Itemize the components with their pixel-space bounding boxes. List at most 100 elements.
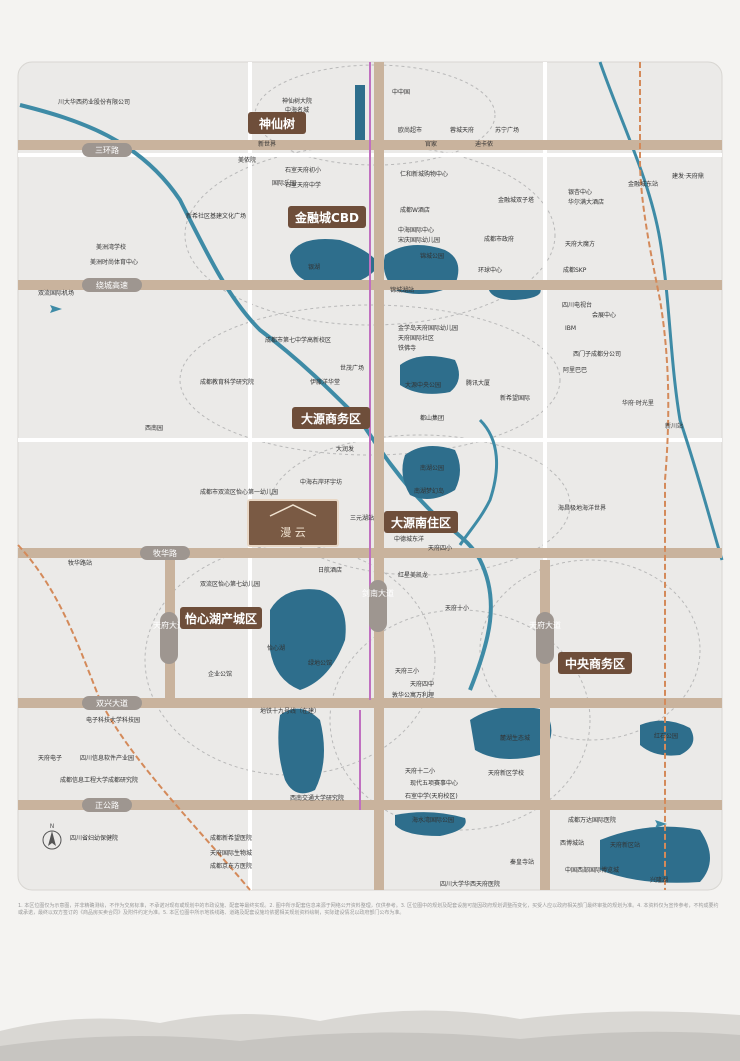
poi-guanjia: 官家 (425, 140, 437, 148)
poi-metro19: 地铁十九号线（在建） (260, 707, 320, 715)
road-label-raocheng: 绕城高速 (82, 278, 142, 292)
poi-xinyuan: 新希社区基建文化广场 (186, 212, 246, 220)
poi-tianfu-4: 天府四小 (428, 544, 452, 552)
poi-songhe: 宋庆国际幼儿园 (398, 236, 440, 244)
road-label-muhua: 牧华路 (140, 546, 190, 560)
svg-text:正公路: 正公路 (95, 800, 119, 810)
poi-dikan: 迪卡侬 (475, 140, 493, 148)
poi-guoshu: 国际乐园 (272, 179, 296, 187)
poi-huaifu: 蓉城天府 (450, 126, 474, 134)
poi-xindong: 新世界 (258, 140, 276, 148)
poi-tianfu-3: 天府三小 (395, 667, 419, 675)
svg-text:漫 云: 漫 云 (280, 525, 306, 539)
poi-chengdu-hosp: 成都万达国际医院 (568, 816, 616, 824)
poi-tianfu-int: 天府国际社区 (398, 334, 434, 342)
river-main (19, 103, 493, 691)
poi-qinghuan: 秦皇寺站 (510, 858, 534, 866)
poi-zhonghai: 中海名城 (285, 106, 309, 114)
poi-wsq: 成都W酒店 (400, 206, 430, 214)
poi-jiaoyu: 成都教育科学研究院 (200, 378, 254, 386)
poi-xiaoshui: 双流区怡心第七幼儿园 (200, 580, 260, 588)
poi-sanshui: 三元湖站 (350, 514, 374, 522)
poi-ripeng: 日航酒店 (318, 566, 342, 574)
poi-zhongxin: 中德城东洋 (394, 535, 424, 543)
poi-xinan: 西南交通大学研究院 (290, 794, 344, 802)
poi-haishui: 海水湾国际公园 (412, 816, 454, 824)
poi-jinrongdong: 金融城东站 (628, 180, 658, 188)
poi-nanhu-park: 南湖公园 (420, 464, 444, 472)
poi-zhonghai-park: 中海国际中心 (398, 226, 434, 234)
poi-jlpark: 锦城公园 (420, 252, 444, 260)
road-label-tianfu-west: 天府大道 (153, 612, 185, 664)
svg-text:神仙树: 神仙树 (259, 116, 295, 131)
poi-xinxiwang: 新希望国际 (500, 394, 530, 402)
poi-tianfu-10: 天府十小 (445, 604, 469, 612)
poi-tianfu-hosp: 天府国际生物城 (210, 849, 252, 857)
poi-ibm: IBM (565, 325, 576, 332)
poi-lvgu: 绿地公馆 (308, 659, 332, 667)
svg-text:剑南大道: 剑南大道 (362, 588, 394, 598)
poi-sichuan-uni: 四川大学华西天府医院 (440, 880, 500, 888)
poi-gov: 成都市政府 (484, 235, 514, 243)
svg-text:三环路: 三环路 (95, 145, 119, 155)
svg-text:大源南住区: 大源南住区 (391, 515, 451, 530)
project-marker[interactable]: 漫 云 (247, 499, 339, 547)
poi-zhengke: 成都新希望医院 (210, 834, 252, 842)
poi-xiannan: 西南园 (145, 424, 163, 432)
district-shenxianshu: 神仙树 (248, 112, 306, 134)
svg-text:N: N (50, 823, 55, 830)
poi-skp: 成都SKP (563, 266, 587, 274)
north-arrow-icon: N (42, 823, 62, 850)
poi-dianzi: 电子科技大学科技园 (86, 716, 140, 724)
svg-text:金融城CBD: 金融城CBD (294, 210, 359, 225)
poi-muhua-station: 牧华路站 (68, 559, 92, 567)
poi-yiteng: 伊藤洋华堂 (310, 378, 340, 386)
poi-nanhu-mall: 南湖梦幻岛 (414, 487, 444, 495)
poi-alibaba: 阿里巴巴 (563, 366, 587, 374)
poi-duyuan: 都山集团 (420, 414, 444, 422)
district-yixinhu: 怡心湖产城区 (180, 607, 262, 629)
river-branch (458, 418, 499, 546)
road-label-jiannan: 剑南大道 (362, 580, 394, 632)
district-central-business: 中央商务区 (558, 652, 632, 674)
poi-tianfu-zhong: 天府四中 (410, 680, 434, 688)
poi-dahua: 大润发 (336, 445, 354, 453)
poi-siemens: 西门子成都分公司 (573, 350, 621, 358)
poi-shishi-zhong: 石室中学(天府校区) (405, 792, 458, 800)
poi-tianfu-school: 天府新区学校 (488, 769, 524, 777)
svg-text:大源商务区: 大源商务区 (301, 411, 361, 426)
poi-meizhou-school: 美洲湾学校 (96, 243, 126, 251)
poi-meiyan: 美侬院 (238, 156, 256, 164)
poi-tianfu-station: 天府新区站 (610, 841, 640, 849)
poi-jianshe: 建发·天府鼎 (672, 172, 704, 180)
poi-huanqiu: 环球中心 (478, 266, 502, 274)
road-label-sanhuan: 三环路 (82, 143, 132, 157)
poi-yinhu: 银湖 (308, 263, 320, 271)
poi-honglan: 红星美凯龙 (398, 571, 428, 579)
poi-hongyun: 红石公园 (654, 732, 678, 740)
poi-shiyu: 石室天府初小 (285, 166, 321, 174)
poi-huizhan: 会展中心 (592, 311, 616, 319)
poi-tiebao: 铁佛寺 (398, 344, 416, 352)
poi-meizhou-sports: 美洲时尚体育中心 (90, 258, 138, 266)
poi-yixinhu-lake: 怡心湖 (267, 644, 285, 652)
svg-text:双兴大道: 双兴大道 (96, 698, 128, 708)
poi-labels: 川大华西药业股份有限公司 神仙树大院 中海名城 新世界 中中国 欧尚超市 蓉城天… (38, 88, 704, 888)
poi-chuandahua: 川大华西药业股份有限公司 (58, 98, 130, 106)
road-label-shuangxing: 双兴大道 (82, 696, 142, 710)
svg-text:中央商务区: 中央商务区 (565, 656, 625, 671)
svg-text:怡心湖产城区: 怡心湖产城区 (185, 611, 257, 626)
airplane-icon (50, 305, 667, 828)
poi-zhongzhong: 中中国 (392, 88, 410, 96)
poi-xiyang: 西博城站 (560, 839, 584, 847)
poi-shishi: 石室天府中学 (285, 181, 321, 189)
location-map: 三环路 绕城高速 牧华路 双兴大道 正公路 剑南大道 天府大道 天府大道 神仙树… (17, 61, 724, 891)
poi-auchan: 欧尚超市 (398, 126, 422, 134)
poi-sichuan-it: 四川信息软件产业园 (80, 754, 134, 762)
poi-chengdu-it: 成都信息工程大学成都研究院 (60, 776, 138, 784)
svg-text:牧华路: 牧华路 (153, 548, 177, 558)
road-label-zhengong: 正公路 (82, 798, 132, 812)
poi-dashi: 天府大魔方 (565, 240, 595, 248)
poi-twin: 金融城双子塔 (498, 196, 534, 204)
poi-shimao: 世茂广场 (340, 364, 364, 372)
